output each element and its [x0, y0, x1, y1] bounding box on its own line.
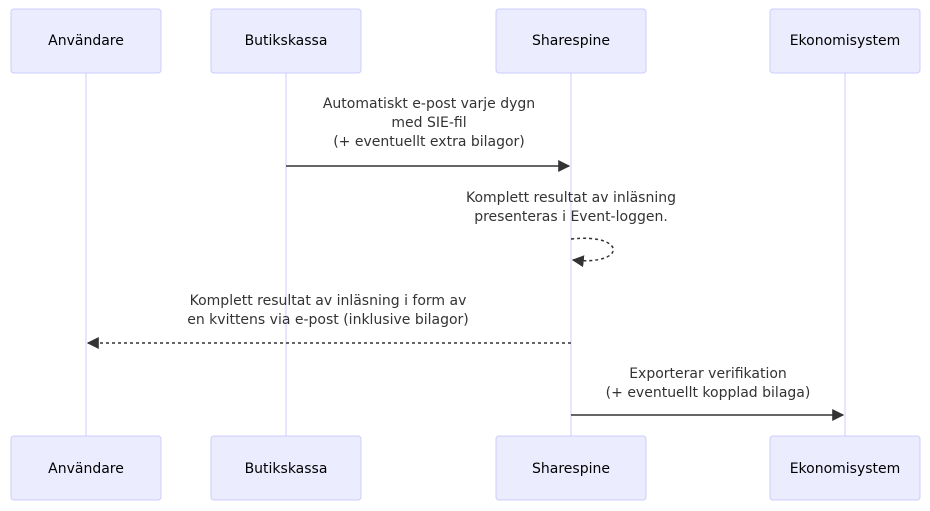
- actor-accounting-top: Ekonomisystem: [769, 8, 921, 74]
- actor-label: Användare: [48, 33, 124, 49]
- actor-label: Ekonomisystem: [790, 461, 901, 477]
- actor-label: Sharespine: [532, 461, 610, 477]
- message-sharespine-self: Komplett resultat av inläsning presenter…: [466, 190, 676, 268]
- actor-label: Butikskassa: [245, 461, 328, 477]
- actor-sharespine-bottom: Sharespine: [495, 435, 647, 501]
- message-text-line: Komplett resultat av inläsning i form av: [190, 293, 467, 309]
- actor-user-top: Användare: [10, 8, 162, 74]
- actor-label: Ekonomisystem: [790, 33, 901, 49]
- actor-label: Butikskassa: [245, 33, 328, 49]
- message-pos-to-sharespine: Automatiskt e-post varje dygn med SIE-fi…: [286, 96, 571, 172]
- message-text-line: Exporterar verifikation: [629, 366, 787, 382]
- actor-user-bottom: Användare: [10, 435, 162, 501]
- actor-sharespine-top: Sharespine: [495, 8, 647, 74]
- message-text-line: presenteras i Event-loggen.: [474, 209, 668, 225]
- actor-accounting-bottom: Ekonomisystem: [769, 435, 921, 501]
- message-text-line: med SIE-fil: [391, 115, 466, 131]
- message-sharespine-to-user: Komplett resultat av inläsning i form av…: [86, 293, 571, 349]
- message-text-line: en kvittens via e-post (inklusive bilago…: [187, 312, 469, 328]
- actor-label: Sharespine: [532, 33, 610, 49]
- message-text-line: Automatiskt e-post varje dygn: [323, 96, 535, 112]
- message-arrow: [570, 237, 614, 268]
- actor-label: Användare: [48, 461, 124, 477]
- message-text-line: (+ eventuellt kopplad bilaga): [606, 385, 811, 401]
- message-sharespine-to-accounting: Exporterar verifikation (+ eventuellt ko…: [571, 366, 845, 421]
- actor-pos-bottom: Butikskassa: [210, 435, 362, 501]
- message-text-line: (+ eventuellt extra bilagor): [333, 134, 525, 150]
- actor-pos-top: Butikskassa: [210, 8, 362, 74]
- message-text-line: Komplett resultat av inläsning: [466, 190, 676, 206]
